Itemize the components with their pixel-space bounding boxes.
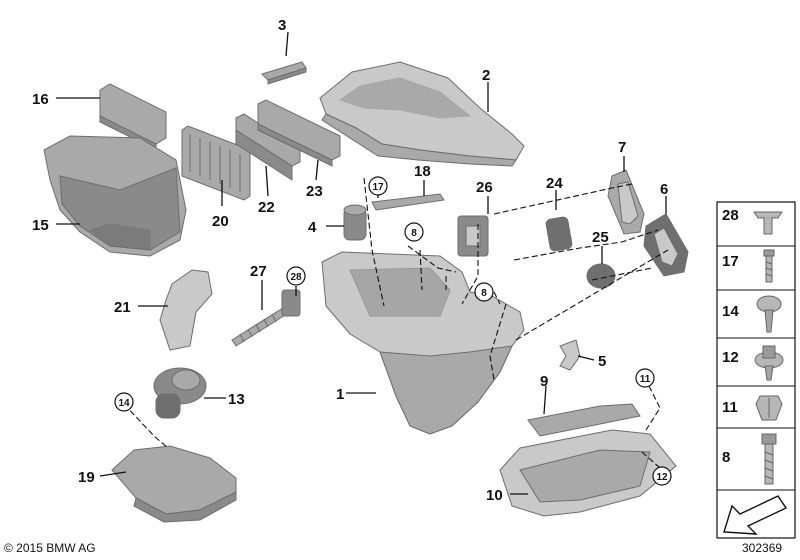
part-15-tray	[43, 135, 187, 257]
callout-22: 22	[258, 199, 275, 216]
callout-10: 10	[486, 487, 503, 504]
callout-6: 6	[660, 181, 668, 198]
callout-24: 24	[546, 175, 563, 192]
part-6-frame	[643, 213, 689, 277]
callout-2: 2	[482, 67, 490, 84]
collar-screw-icon	[754, 345, 784, 381]
callout-3: 3	[278, 17, 286, 34]
part-1-main-box	[321, 251, 525, 435]
circled-ref-11: 11	[635, 368, 655, 388]
clip-icon	[753, 211, 783, 235]
callout-26: 26	[476, 179, 493, 196]
part-24-plug	[545, 216, 573, 252]
callout-23: 23	[306, 183, 323, 200]
svg-text:8: 8	[481, 288, 487, 299]
legend-label-17: 17	[722, 253, 739, 270]
part-9-strip	[527, 403, 641, 437]
part-2-housing-cover	[319, 61, 525, 167]
callout-20: 20	[212, 213, 229, 230]
part-19-base-bracket	[111, 445, 237, 523]
callout-13: 13	[228, 391, 245, 408]
part-23-strip	[257, 99, 341, 167]
circled-ref-12: 12	[652, 466, 672, 486]
callout-7: 7	[618, 139, 626, 156]
part-26-clip	[457, 215, 489, 257]
circled-ref-28: 28	[286, 266, 306, 286]
svg-text:17: 17	[372, 182, 384, 193]
part-7-frame	[607, 169, 645, 235]
legend-label-12: 12	[722, 349, 739, 366]
part-18-rod	[371, 193, 445, 211]
svg-text:14: 14	[118, 398, 130, 409]
callout-1: 1	[336, 386, 344, 403]
svg-text:28: 28	[290, 272, 302, 283]
front-direction-arrow-icon	[723, 495, 788, 535]
part-10-bracket	[499, 429, 677, 517]
part-3-bracket	[261, 61, 307, 85]
callout-16: 16	[32, 91, 49, 108]
leader-lines	[56, 31, 667, 495]
copyright-text: © 2015 BMW AG	[4, 541, 96, 555]
part-21-hose	[159, 269, 213, 351]
screw-icon	[763, 249, 775, 283]
callout-4: 4	[308, 219, 317, 236]
callout-25: 25	[592, 229, 609, 246]
svg-text:11: 11	[640, 374, 651, 385]
circled-ref-8-a: 8	[404, 222, 424, 242]
part-4-grommet	[343, 204, 367, 241]
callout-21: 21	[114, 299, 131, 316]
circled-ref-17: 17	[368, 176, 388, 196]
part-20-grid-panel	[181, 125, 251, 201]
part-22-strip	[235, 113, 301, 181]
tapping-screw-icon	[756, 295, 782, 333]
legend-label-8: 8	[722, 449, 730, 466]
expanding-nut-icon	[755, 395, 783, 421]
bolt-icon	[761, 433, 777, 485]
circled-ref-14: 14	[114, 392, 134, 412]
callout-19: 19	[78, 469, 95, 486]
callout-5: 5	[598, 353, 606, 370]
circled-ref-8-b: 8	[474, 282, 494, 302]
part-5-clip	[559, 339, 581, 371]
small-parts-legend: 28 17 14 12 11 8	[716, 201, 796, 539]
svg-text:12: 12	[656, 472, 668, 483]
assembly-dashed-lines	[123, 177, 669, 469]
legend-label-11: 11	[722, 399, 738, 416]
svg-text:8: 8	[411, 228, 417, 239]
part-27-screw	[231, 289, 301, 347]
part-13-fitting	[153, 367, 207, 419]
legend-label-28: 28	[722, 207, 739, 224]
callout-18: 18	[414, 163, 431, 180]
diagram-number: 302369	[742, 541, 783, 555]
callout-15: 15	[32, 217, 49, 234]
legend-label-14: 14	[722, 303, 739, 320]
callout-9: 9	[540, 373, 548, 390]
callout-27: 27	[250, 263, 267, 280]
part-25-cap	[586, 263, 616, 289]
